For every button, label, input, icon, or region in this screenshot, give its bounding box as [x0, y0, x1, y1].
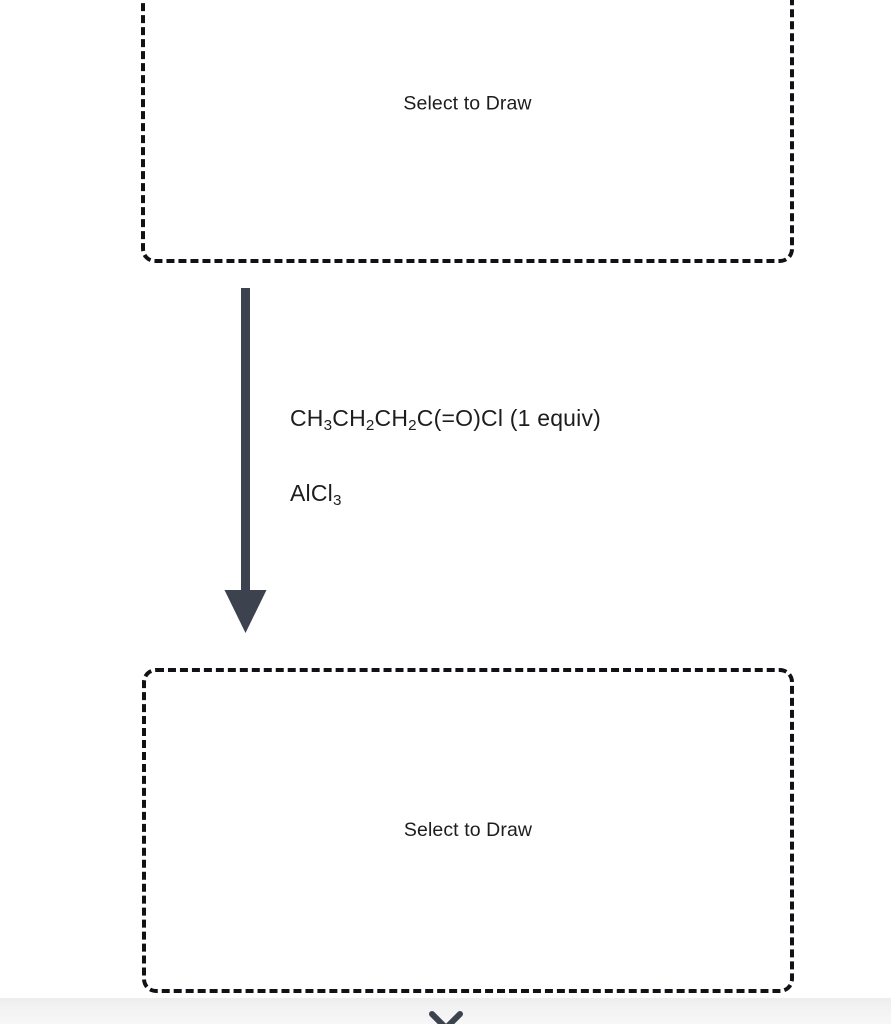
chevron-down-icon[interactable]: [426, 1010, 466, 1024]
reaction-arrow-icon: [224, 288, 267, 633]
catalyst-line: AlCl3: [290, 479, 342, 509]
product-drawing-area[interactable]: Select to Draw: [142, 668, 794, 993]
scroll-down-button[interactable]: [424, 998, 468, 1024]
reactant-drawing-area-label: Select to Draw: [403, 92, 532, 115]
reaction-arrow: [215, 288, 277, 638]
reagent-line: CH3CH2CH2C(=O)Cl (1 equiv): [290, 405, 602, 434]
scroll-down-bar[interactable]: [0, 998, 891, 1024]
reaction-conditions: CH3CH2CH2C(=O)Cl (1 equiv) AlCl3: [290, 405, 810, 509]
reactant-drawing-area[interactable]: Select to Draw: [141, 0, 794, 263]
product-drawing-area-label: Select to Draw: [403, 818, 533, 841]
